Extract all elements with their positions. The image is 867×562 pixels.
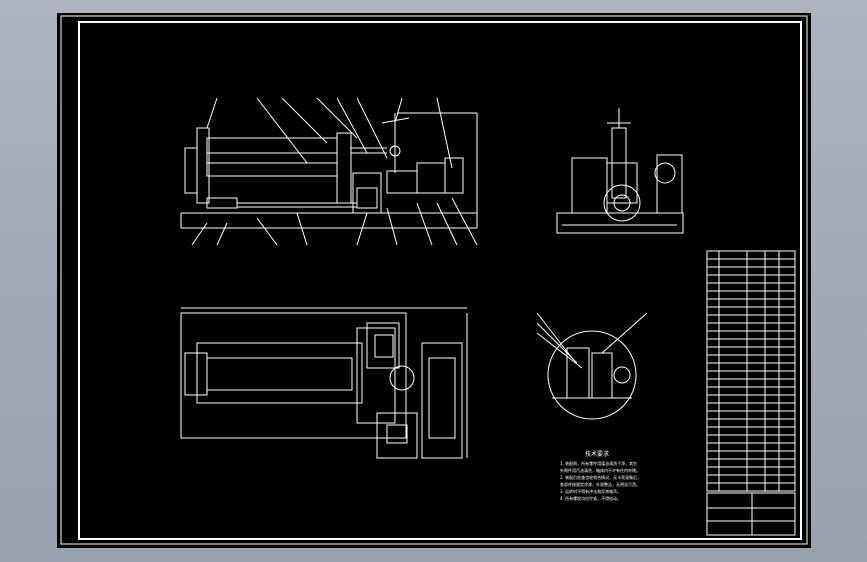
title-block [706,492,796,536]
note-line-3: 2. 装配后检查齿轮啮合情况，无卡死现象后， [560,474,641,480]
front-view [180,97,478,246]
note-line-5: 3. 运转时不得有冲击和异常噪声。 [560,488,621,494]
plan-view [180,307,468,459]
inner-drawing-frame [78,21,802,540]
side-view [556,108,684,234]
note-line-4: 各部件按规定涂漆，外观整洁，无明显污渍。 [560,481,640,487]
cad-viewport[interactable]: 技术要求 1. 装配前，所有零件用煤油清洗干净，其它 外购件用汽油清洗，箱体内不… [57,13,811,548]
technical-notes: 技术要求 1. 装配前，所有零件用煤油清洗干净，其它 外购件用汽油清洗，箱体内不… [560,450,641,501]
note-line-2: 外购件用汽油清洗，箱体内不许有任何杂物。 [560,467,640,473]
detail-view [536,312,648,420]
note-line-6: 4. 所有螺栓均应拧紧，不得松动。 [560,495,621,501]
notes-title: 技术要求 [585,450,609,458]
note-line-1: 1. 装配前，所有零件用煤油清洗干净，其它 [560,460,637,466]
bom-table [706,250,796,492]
drawing-sheet: 技术要求 1. 装配前，所有零件用煤油清洗干净，其它 外购件用汽油清洗，箱体内不… [60,15,808,545]
outer-sheet-frame [60,15,808,545]
